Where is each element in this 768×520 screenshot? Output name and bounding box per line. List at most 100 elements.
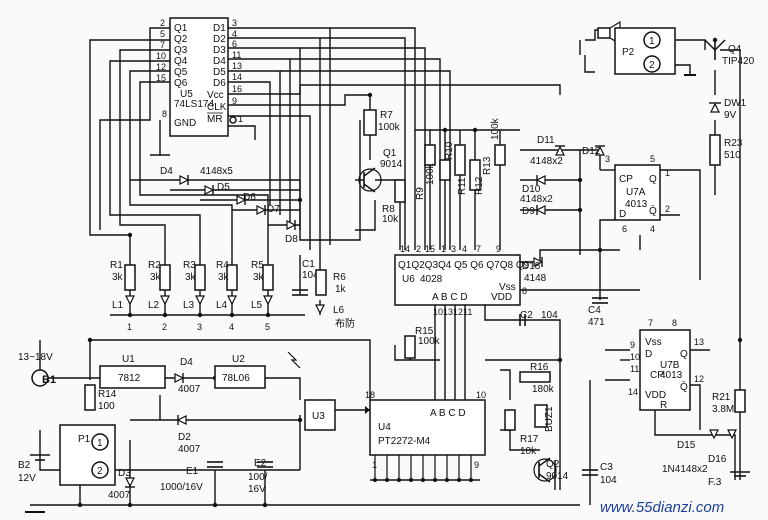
- r1-label: R1: [110, 260, 123, 271]
- u6-pin-1: 1: [441, 244, 446, 254]
- u7b-part: 4013: [660, 370, 683, 381]
- u5-pin-10: 10: [156, 51, 166, 61]
- c2-value: 104: [541, 310, 558, 321]
- d2-part: 4007: [178, 444, 201, 455]
- b2-label: B2: [18, 460, 31, 471]
- u6-pin-9: 9: [496, 244, 501, 254]
- u3-chip: U3: [287, 351, 370, 431]
- d4a-label: D4: [180, 357, 193, 368]
- u5-pin-3: 3: [232, 18, 237, 28]
- u7b-pin7: 7: [648, 318, 653, 328]
- u6-pin-7: 7: [476, 244, 481, 254]
- r7-value: 100k: [378, 122, 401, 133]
- u6-vdd: VDD: [491, 292, 512, 303]
- d8-label: D8: [285, 234, 298, 245]
- r14-value: 100: [98, 401, 115, 412]
- junctions: [77, 37, 743, 508]
- u7a-pin6: 6: [622, 224, 627, 234]
- r7-label: R7: [380, 110, 393, 121]
- q4-part: TIP420: [722, 56, 755, 67]
- u7b-pin9: 9: [630, 340, 635, 350]
- led-num-3: 3: [197, 322, 202, 332]
- p2-label: P2: [622, 47, 635, 58]
- u6-top-pins: 14: [400, 244, 410, 254]
- e2-value1: 100/: [248, 472, 268, 483]
- u7a-part: 4013: [625, 199, 648, 210]
- d7-label: D7: [267, 204, 280, 215]
- c1-value: 104: [302, 270, 319, 281]
- u7b-cp: CP: [650, 370, 664, 381]
- u5-d4: D4: [213, 56, 226, 67]
- u7a-d: D: [619, 209, 626, 220]
- l2-label: L2: [148, 300, 160, 311]
- c4-label: C4: [588, 305, 601, 316]
- d5-label: D5: [217, 182, 230, 193]
- p2-pin2: 2: [649, 60, 655, 71]
- e1-value: 1000/16V: [160, 482, 203, 493]
- r16-value: 180k: [532, 384, 555, 395]
- u4-chip: 18 10 A B C D U4 PT2272-M4 1 9: [365, 390, 486, 470]
- c1-label: C1: [302, 259, 315, 270]
- l6-label: L6: [333, 305, 345, 316]
- u6-pin-2: 2: [416, 244, 421, 254]
- u7b-r: R: [660, 400, 667, 411]
- u5-pin-2: 2: [160, 18, 165, 28]
- u7b-pin11: 11: [630, 364, 639, 374]
- d6-label: D6: [243, 192, 256, 203]
- output-stage: P2 1 2 Q4 TIP420 DW1 9V R23 510: [579, 20, 755, 166]
- r17-label: R17: [520, 434, 539, 445]
- u7b-vss: Vss: [645, 337, 662, 348]
- u5-pin-1: 1: [238, 114, 243, 124]
- u5-q6: Q6: [174, 78, 188, 89]
- dw1-value: 9V: [724, 110, 737, 121]
- p2-pin1: 1: [649, 36, 655, 47]
- r21-label: R21: [712, 392, 731, 403]
- l6-cn: 布防: [335, 317, 355, 330]
- r11-label: R11: [457, 177, 468, 195]
- u7a-pin4: 4: [650, 224, 655, 234]
- u5-chip: Q1 Q2 Q3 Q4 Q5 Q6 D1 D2 D3 D4 D5 D6 U5 7…: [156, 17, 243, 137]
- u7b-d: D: [645, 349, 652, 360]
- d12-label: D12: [582, 146, 601, 157]
- r8-label: R8: [382, 204, 395, 215]
- u5-d2: D2: [213, 34, 226, 45]
- u7b-vdd: VDD: [645, 390, 666, 401]
- resistor-array: R9 100k R10 R11 R12 R13 100k: [415, 117, 506, 200]
- c3-value: 104: [600, 475, 617, 486]
- u1-part: 7812: [118, 373, 141, 384]
- u5-gnd: GND: [174, 118, 196, 129]
- r1-value: 3k: [112, 272, 124, 283]
- u5-pin-8: 8: [162, 109, 167, 119]
- u5-mr: MR: [207, 114, 223, 125]
- c3-label: C3: [600, 462, 613, 473]
- u5-pin-15: 15: [156, 73, 166, 83]
- c2: C2 104: [519, 310, 558, 326]
- u4-bottom-pins: [373, 455, 473, 482]
- r6-value: 1k: [335, 284, 347, 295]
- u7b-qb: Q̄: [680, 380, 688, 393]
- u6-pin-13: 13: [443, 307, 453, 317]
- e2-label: E2: [254, 458, 267, 469]
- led-num-1: 1: [127, 322, 132, 332]
- r21-value: 3.8M: [712, 404, 734, 415]
- d15-label: D15: [677, 440, 696, 451]
- u6-pin-12: 12: [453, 307, 463, 317]
- power-input: 13~18V: [18, 352, 53, 363]
- r14-label: R14: [98, 389, 117, 400]
- r8-value: 10k: [382, 214, 399, 225]
- l4-label: L4: [216, 300, 228, 311]
- r13-label: R13: [482, 156, 493, 175]
- r2-value: 3k: [150, 272, 162, 283]
- u6-vss: Vss: [499, 282, 516, 293]
- d10-label: D10: [522, 184, 541, 195]
- u5-clk: CLK: [207, 102, 227, 113]
- u5-q5: Q5: [174, 67, 188, 78]
- b2-value: 12V: [18, 473, 36, 484]
- d9-label: D9: [522, 206, 535, 217]
- r12-label: R12: [474, 176, 485, 195]
- p1-label: P1: [78, 434, 91, 445]
- u7b-pin12: 12: [694, 374, 704, 384]
- r3-label: R3: [183, 260, 196, 271]
- u6-outs: Q1Q2Q3Q4 Q5 Q6 Q7Q8 Q9: [398, 260, 530, 271]
